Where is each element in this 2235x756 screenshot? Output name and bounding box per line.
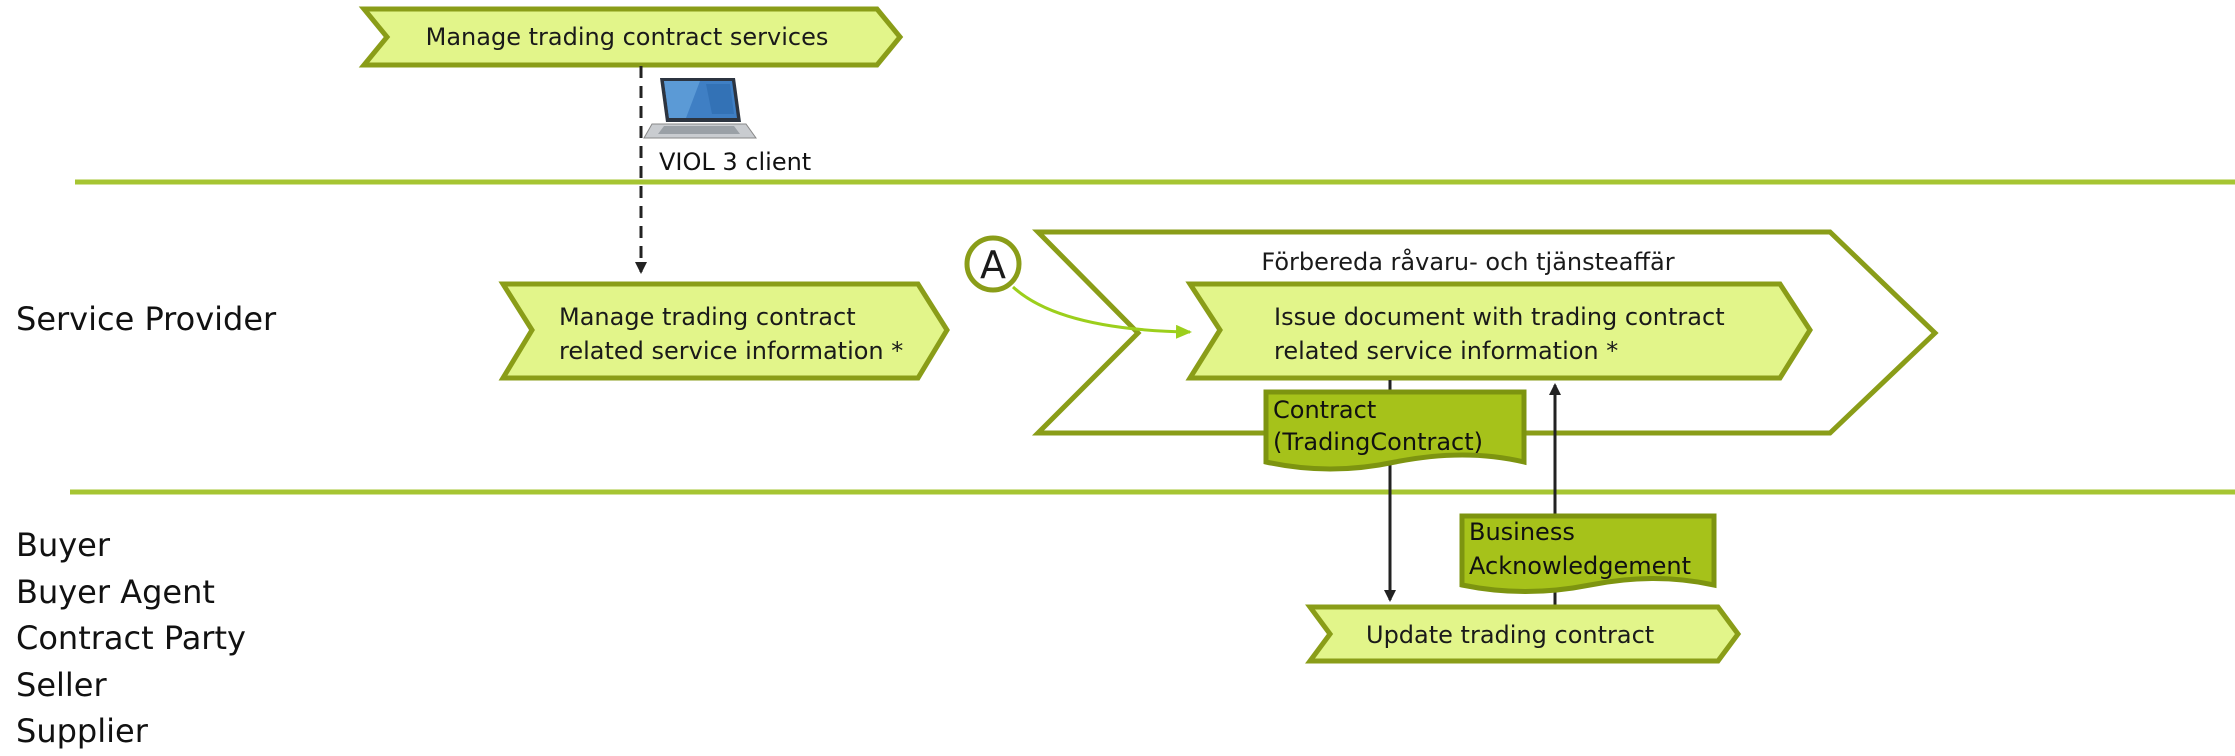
lane-label-contract-party: Contract Party xyxy=(16,619,246,657)
manage-info-label-line2: related service information * xyxy=(559,337,903,365)
contract-doc-line2: (TradingContract) xyxy=(1273,428,1483,456)
client-label: VIOL 3 client xyxy=(659,148,811,176)
connector-a-label: A xyxy=(980,243,1006,287)
connector-a-arrow xyxy=(1011,285,1192,339)
lane-label-seller: Seller xyxy=(16,666,107,704)
issue-document-label-line2: related service information * xyxy=(1274,337,1618,365)
manage-info-label-line1: Manage trading contract xyxy=(559,303,856,331)
process-start-label: Manage trading contract services xyxy=(426,23,829,51)
update-contract-label: Update trading contract xyxy=(1366,621,1654,649)
connector-a[interactable]: A xyxy=(964,235,1022,293)
lane-label-supplier: Supplier xyxy=(16,712,149,750)
lane-label-buyer: Buyer xyxy=(16,526,111,564)
acknowledgement-document[interactable]: Business Acknowledgement xyxy=(1459,513,1717,594)
manage-info-activity[interactable]: Manage trading contract related service … xyxy=(498,281,950,381)
acknowledgement-doc-line1: Business xyxy=(1469,518,1575,546)
process-start-chevron[interactable]: Manage trading contract services xyxy=(358,6,904,68)
lane-label-buyer-roles: Buyer Buyer Agent Contract Party Seller … xyxy=(16,526,246,750)
group-label: Förbereda råvaru- och tjänsteaffär xyxy=(1261,247,1674,276)
contract-doc-line1: Contract xyxy=(1273,396,1376,424)
lane-label-buyer-agent: Buyer Agent xyxy=(16,573,215,611)
contract-document[interactable]: Contract (TradingContract) xyxy=(1263,389,1527,472)
lane-label-service-provider: Service Provider xyxy=(16,300,277,338)
update-contract-activity[interactable]: Update trading contract xyxy=(1305,604,1742,664)
issue-document-label-line1: Issue document with trading contract xyxy=(1274,303,1725,331)
acknowledgement-doc-line2: Acknowledgement xyxy=(1469,552,1691,580)
laptop-icon xyxy=(643,78,757,139)
issue-document-activity[interactable]: Issue document with trading contract rel… xyxy=(1185,281,1813,381)
